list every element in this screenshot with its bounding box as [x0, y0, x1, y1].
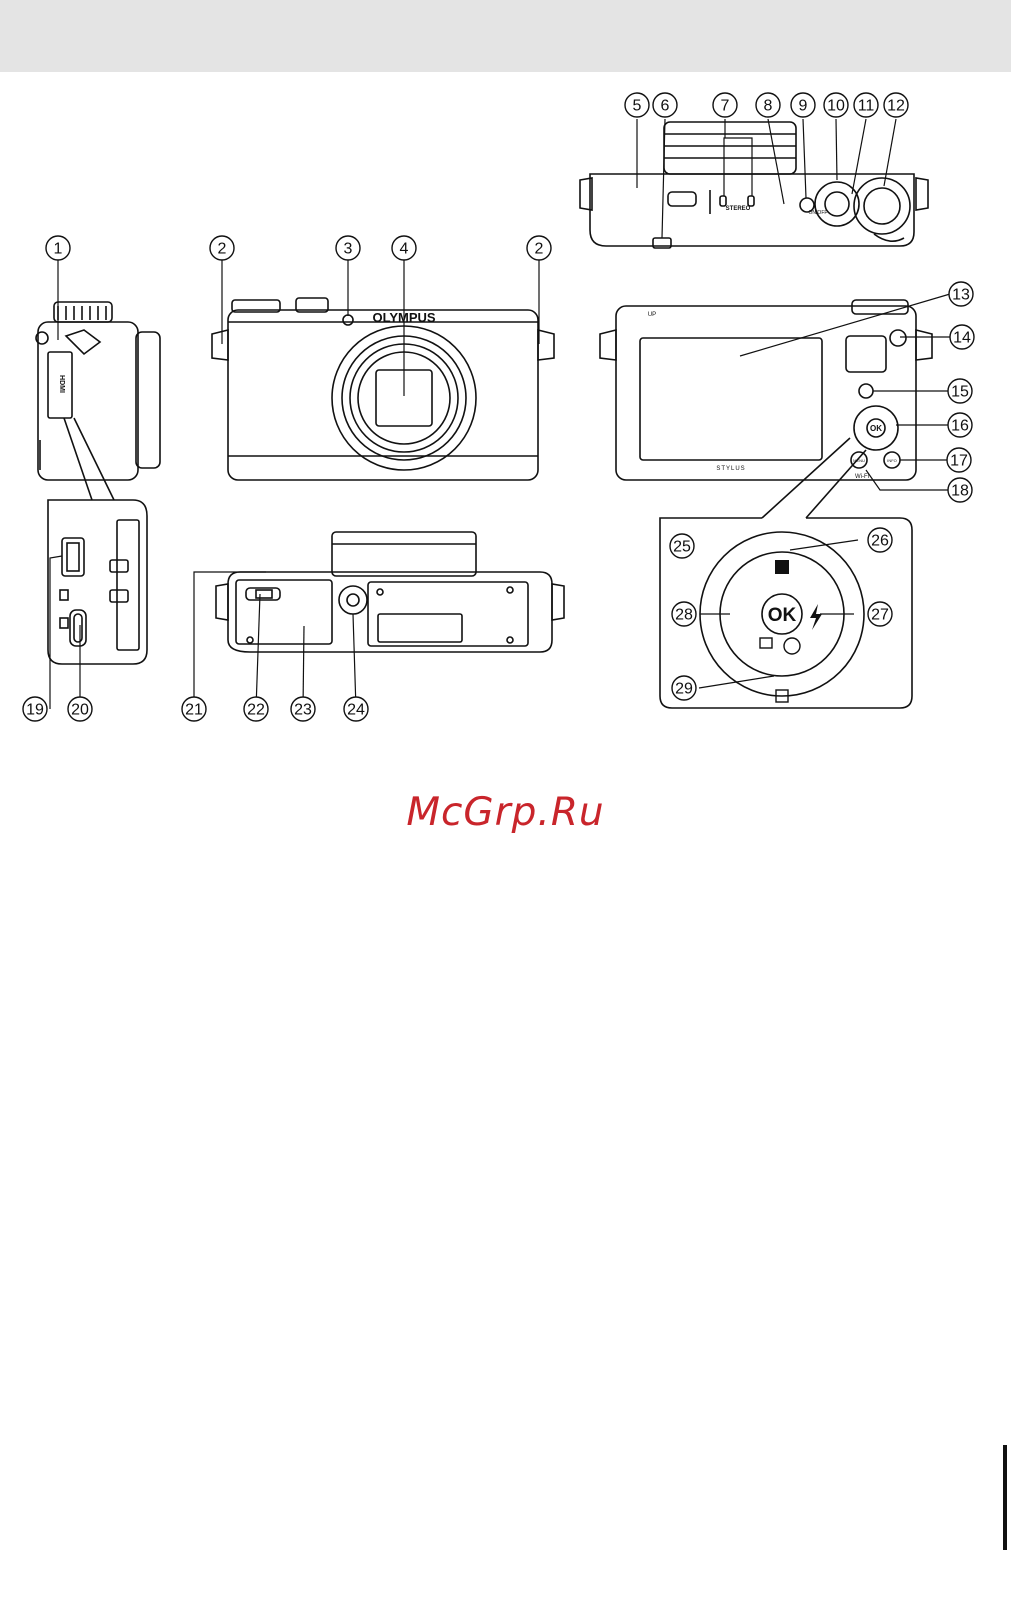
callout-6: 6 — [653, 93, 677, 117]
callout-26: 26 — [868, 528, 892, 552]
watermark: McGrp.Ru — [0, 790, 1011, 835]
svg-text:24: 24 — [347, 702, 365, 719]
model-label: STYLUS — [716, 466, 745, 472]
callout-16: 16 — [948, 413, 972, 437]
callout-25: 25 — [670, 534, 694, 558]
callout-22: 22 — [244, 697, 268, 721]
page-edge-tab — [1003, 1445, 1007, 1550]
camera-side-view — [36, 302, 160, 480]
svg-text:10: 10 — [827, 98, 845, 115]
camera-parts-diagram: OLYMPUS STYLUS HDMI STEREO OK OK MENU IN… — [0, 88, 1011, 738]
callout-9: 9 — [791, 93, 815, 117]
callout-4: 4 — [392, 236, 416, 260]
stereo-label: STEREO — [726, 206, 751, 212]
svg-text:1: 1 — [54, 241, 63, 258]
camera-bottom-view — [216, 532, 564, 652]
svg-text:12: 12 — [887, 98, 905, 115]
callout-7: 7 — [713, 93, 737, 117]
svg-text:8: 8 — [764, 98, 773, 115]
callout-11: 11 — [854, 93, 878, 117]
svg-text:25: 25 — [673, 539, 691, 556]
svg-text:5: 5 — [633, 98, 642, 115]
callout-17: 17 — [947, 448, 971, 472]
svg-text:19: 19 — [26, 702, 44, 719]
svg-text:3: 3 — [344, 241, 353, 258]
callout-12: 12 — [884, 93, 908, 117]
svg-text:28: 28 — [675, 607, 693, 624]
camera-back-view — [600, 300, 932, 480]
svg-text:15: 15 — [951, 384, 969, 401]
callout-8: 8 — [756, 93, 780, 117]
callout-1: 1 — [46, 236, 70, 260]
callout-24: 24 — [344, 697, 368, 721]
callout-23: 23 — [291, 697, 315, 721]
callout-21: 21 — [182, 697, 206, 721]
info-label: INFO — [887, 458, 897, 463]
svg-text:23: 23 — [294, 702, 312, 719]
callout-2-right: 2 — [527, 236, 551, 260]
svg-text:17: 17 — [950, 453, 968, 470]
callout-2: 2 — [210, 236, 234, 260]
svg-text:22: 22 — [247, 702, 265, 719]
svg-text:4: 4 — [400, 241, 409, 258]
brand-label: OLYMPUS — [372, 310, 435, 325]
callout-5: 5 — [625, 93, 649, 117]
flash-up-label: UP — [648, 312, 656, 318]
callout-10: 10 — [824, 93, 848, 117]
ok-button-label: OK — [768, 605, 797, 626]
callout-13: 13 — [949, 282, 973, 306]
connector-detail — [48, 500, 147, 664]
svg-text:7: 7 — [721, 98, 730, 115]
svg-text:26: 26 — [871, 533, 889, 550]
callout-20: 20 — [68, 697, 92, 721]
callout-27: 27 — [868, 602, 892, 626]
flash-icon — [810, 604, 822, 630]
svg-text:14: 14 — [953, 330, 971, 347]
svg-text:21: 21 — [185, 702, 203, 719]
callout-28: 28 — [672, 602, 696, 626]
self-timer-icon — [784, 638, 800, 654]
header-band — [0, 0, 1011, 72]
ok-small-label: OK — [870, 424, 882, 433]
svg-text:9: 9 — [799, 98, 808, 115]
svg-text:13: 13 — [952, 287, 970, 304]
svg-text:27: 27 — [871, 607, 889, 624]
svg-text:16: 16 — [951, 418, 969, 435]
callout-3: 3 — [336, 236, 360, 260]
camera-top-view — [580, 122, 928, 248]
svg-text:18: 18 — [951, 483, 969, 500]
svg-text:29: 29 — [675, 681, 693, 698]
svg-text:6: 6 — [661, 98, 670, 115]
svg-text:11: 11 — [858, 98, 875, 115]
callout-15: 15 — [948, 379, 972, 403]
svg-text:2: 2 — [218, 241, 227, 258]
camera-front-view — [212, 298, 554, 480]
callout-14: 14 — [950, 325, 974, 349]
callout-18: 18 — [948, 478, 972, 502]
exposure-compensation-icon — [775, 560, 789, 574]
svg-text:20: 20 — [71, 702, 89, 719]
on-off-label: ON/OFF — [809, 210, 828, 216]
callout-29: 29 — [672, 676, 696, 700]
svg-text:2: 2 — [535, 241, 544, 258]
hdmi-label: HDMI — [58, 375, 65, 393]
menu-label: MENU — [853, 458, 865, 463]
callout-19: 19 — [23, 697, 47, 721]
wifi-label: Wi-Fi — [855, 474, 869, 480]
sequential-shooting-icon — [760, 638, 772, 648]
